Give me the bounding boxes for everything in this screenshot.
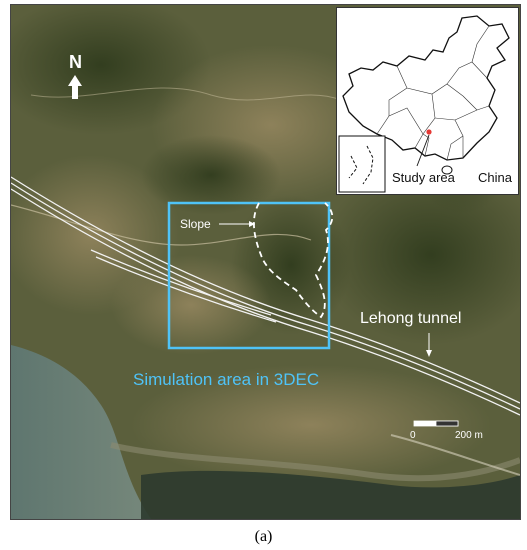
map-figure: N Slope Lehong tunnel Simulation area in… [10, 4, 521, 520]
study-area-label: Study area [392, 170, 455, 185]
scale-zero-label: 0 [410, 430, 416, 441]
north-label: N [69, 52, 82, 72]
hainan-island [441, 165, 453, 175]
north-arrow-icon [68, 75, 82, 99]
study-area-marker [426, 129, 432, 135]
road [30, 87, 342, 101]
terrain-patch [131, 365, 491, 485]
country-label: China [478, 170, 512, 185]
scale-bar [413, 420, 459, 427]
river-bank [110, 442, 520, 482]
simulation-area-box [167, 201, 331, 350]
road [390, 434, 520, 476]
south-china-sea-islands [348, 145, 374, 185]
south-china-sea-inset [338, 135, 386, 193]
province-borders [376, 25, 490, 161]
figure-caption: (a) [254, 528, 273, 545]
scale-max-label: 200 m [455, 430, 483, 441]
river [11, 345, 151, 519]
terrain-patch [141, 135, 281, 215]
slope-label: Slope [180, 217, 211, 231]
tunnel-label: Lehong tunnel [360, 310, 462, 327]
china-border [342, 15, 510, 161]
tunnel-pointer-arrowhead [426, 350, 432, 357]
china-outline [338, 15, 510, 193]
simulation-area-label: Simulation area in 3DEC [133, 370, 320, 389]
slope-outline [253, 202, 334, 319]
tunnel-lines [11, 176, 520, 416]
slope-pointer-arrowhead [249, 221, 255, 227]
terrain-patch [111, 255, 271, 355]
river [141, 470, 520, 519]
study-area-pointer [416, 134, 430, 167]
china-inset-map: Study area China [336, 7, 519, 195]
